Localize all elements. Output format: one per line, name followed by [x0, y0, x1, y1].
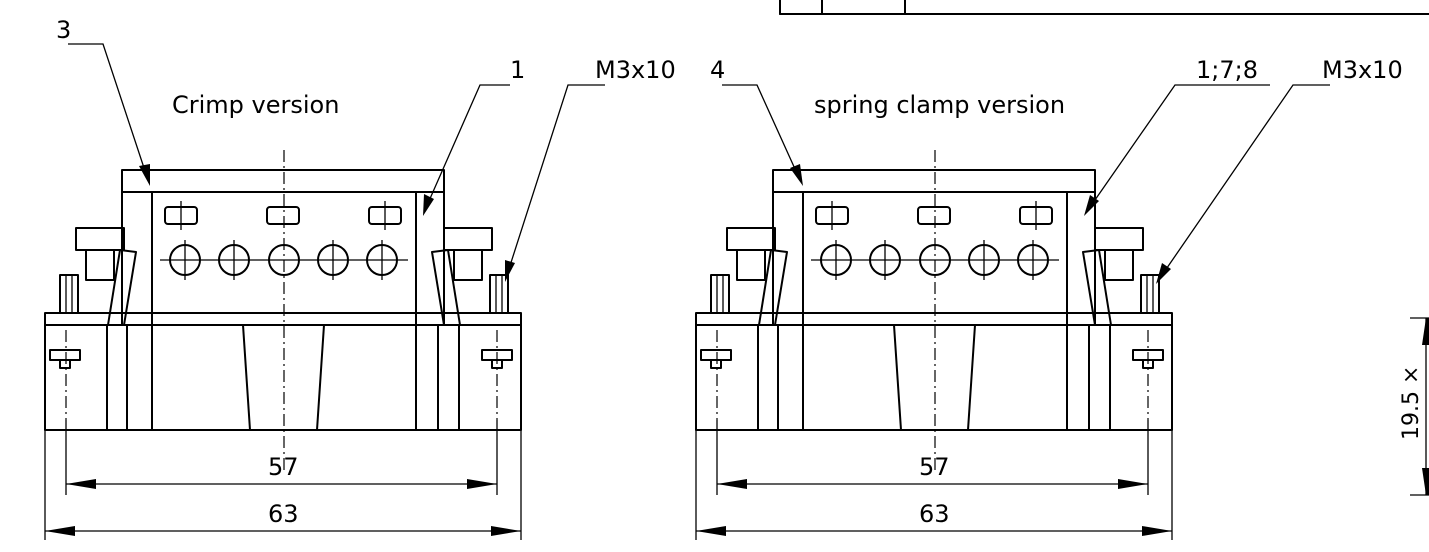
callout-part-right: 4 [710, 56, 725, 84]
callout-screw-right: M3x10 [1322, 56, 1403, 84]
leader-lines-right [722, 84, 1330, 284]
dim-inner-right: 57 [919, 453, 950, 481]
view-title-right: spring clamp version [814, 91, 1065, 119]
side-height-dimension: 19.5 × [1399, 317, 1429, 496]
title-block-fragment [779, 0, 1429, 15]
callout-screw-left: M3x10 [595, 56, 676, 84]
callout-insert-right: 1;7;8 [1196, 56, 1258, 84]
dim-outer-left: 63 [268, 500, 299, 528]
leader-lines-left [68, 43, 605, 282]
dim-side-height: 19.5 × [1399, 366, 1424, 440]
callout-insert-left: 1 [510, 56, 525, 84]
dim-inner-left: 57 [268, 453, 299, 481]
dim-outer-right: 63 [919, 500, 950, 528]
view-title-left: Crimp version [172, 91, 339, 119]
callout-part-left: 3 [56, 16, 71, 44]
